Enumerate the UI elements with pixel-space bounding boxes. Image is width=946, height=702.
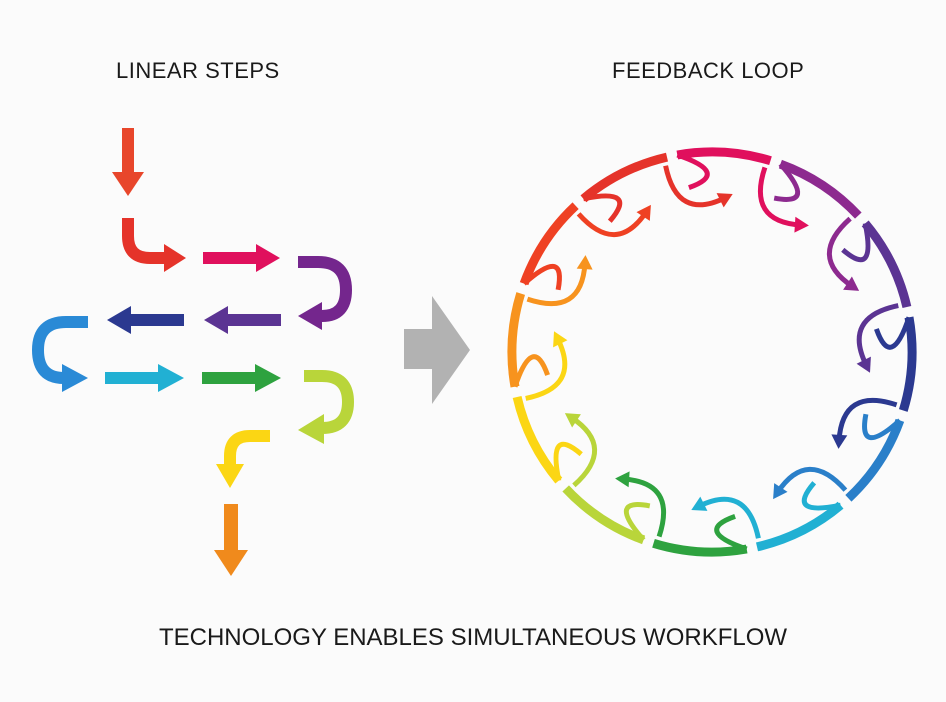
loop-inner-arrow-head (716, 193, 733, 208)
loop-segment-wall (676, 152, 710, 190)
loop-segment-band (652, 538, 748, 557)
feedback-loop-ring (507, 147, 917, 557)
feedback-loop-title: FEEDBACK LOOP (612, 58, 805, 83)
loop-inner-arrow-head (856, 356, 871, 373)
loop-inner-arrow-shaft (856, 303, 899, 367)
loop-segment-band (580, 152, 669, 203)
linear-arrow-12 (214, 504, 248, 576)
loop-inner-arrow-head (831, 434, 848, 449)
loop-inner-arrow-shaft (697, 496, 761, 539)
loop-inner-arrow-head (636, 204, 651, 221)
loop-segment-wall (582, 193, 623, 223)
loop-inner-arrow-shaft (526, 262, 588, 306)
loop-inner-arrow-head (794, 216, 809, 233)
linear-arrow-5 (204, 306, 281, 334)
loop-segment-band (519, 202, 579, 286)
loop-segment-band (755, 501, 844, 552)
loop-inner-arrow-shaft (775, 466, 848, 494)
loop-segment-band (845, 418, 905, 502)
loop-inner-arrow-shaft (576, 210, 649, 238)
loop-inner-arrow-head (615, 471, 630, 488)
loop-segment-band (507, 292, 526, 388)
loop-segment-wall (714, 514, 748, 552)
loop-segment-band (676, 147, 772, 166)
loop-inner-arrow-shaft (622, 476, 666, 538)
loop-segment-band (778, 159, 862, 219)
loop-inner-arrow-shaft (758, 166, 802, 228)
loop-segment-wall (553, 441, 583, 482)
loop-inner-arrow-head (691, 496, 708, 511)
loop-inner-arrow-head (576, 255, 593, 270)
linear-arrow-1 (112, 128, 144, 196)
loop-inner-arrow-head (553, 331, 568, 348)
loop-inner-arrow-head (564, 413, 581, 428)
linear-arrow-10 (298, 370, 355, 444)
linear-arrow-8 (105, 364, 184, 392)
loop-segment-band (562, 485, 646, 545)
loop-inner-arrow-head (773, 483, 788, 500)
loop-inner-arrow-shaft (836, 398, 898, 442)
linear-arrow-6 (107, 306, 184, 334)
loop-inner-arrow-shaft (570, 415, 598, 488)
caption: TECHNOLOGY ENABLES SIMULTANEOUS WORKFLOW (158, 624, 788, 651)
loop-segment-wall (522, 263, 562, 291)
loop-inner-arrow-shaft (663, 165, 727, 208)
linear-arrow-2 (122, 218, 186, 272)
loop-segment-wall (773, 162, 801, 202)
linear-arrow-4 (298, 256, 353, 330)
loop-segment-wall (862, 413, 902, 441)
linear-arrow-11 (216, 430, 270, 488)
loop-segment-wall (874, 316, 912, 350)
linear-arrow-7 (31, 316, 88, 392)
loop-segment-wall (801, 481, 842, 511)
loop-inner-arrow-shaft (525, 337, 568, 401)
loop-inner-arrow-head (843, 276, 860, 291)
loop-segment-band (898, 316, 917, 412)
linear-steps-title: LINEAR STEPS (116, 58, 280, 83)
linear-arrow-9 (202, 364, 281, 392)
linear-arrow-3 (203, 244, 280, 272)
loop-inner-arrow-shaft (826, 216, 854, 289)
transition-arrow (404, 296, 470, 404)
loop-segment-wall (512, 354, 550, 388)
linear-steps-arrows (31, 128, 355, 576)
loop-segment-band (512, 395, 563, 484)
loop-segment-band (861, 220, 912, 309)
loop-segment-wall (623, 502, 651, 542)
loop-segment-wall (841, 222, 871, 263)
